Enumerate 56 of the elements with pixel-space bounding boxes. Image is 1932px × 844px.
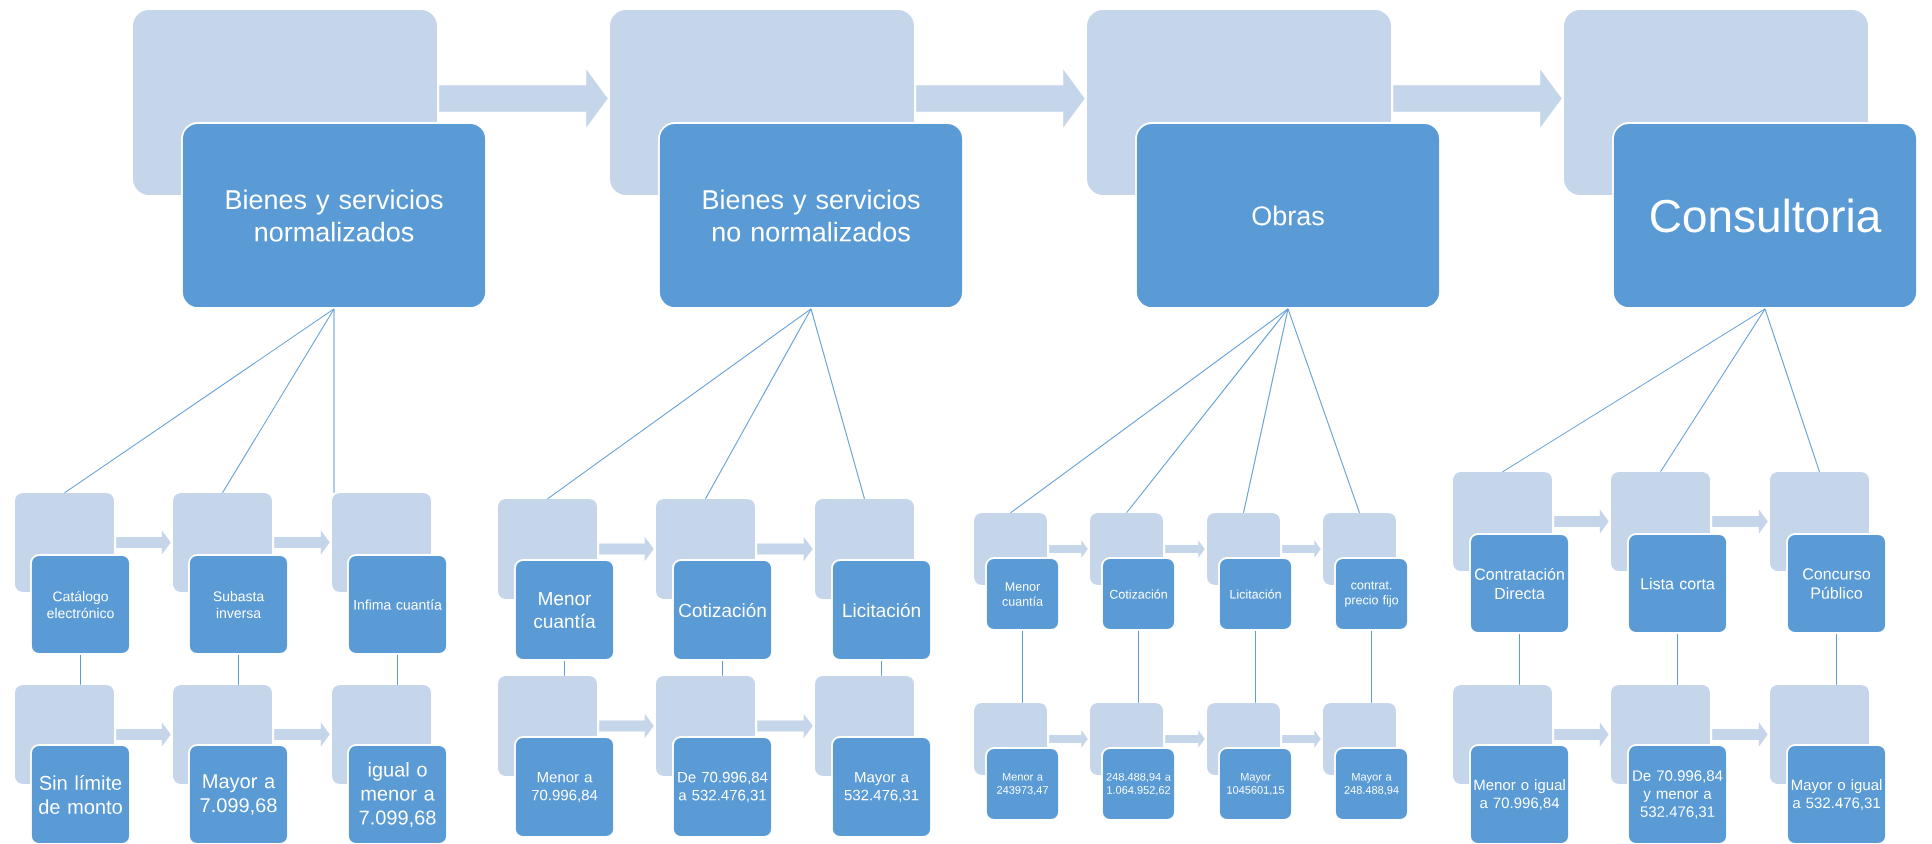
process-box: De 70.996,84 y menor a 532.476,31	[1627, 744, 1728, 844]
category-box: Obras	[1135, 122, 1441, 309]
connector-line	[1010, 308, 1289, 514]
connector-line	[705, 308, 812, 500]
process-box: Cotización	[1101, 557, 1176, 631]
process-box: Mayor a 532.476,31	[831, 736, 932, 838]
connector-line	[238, 654, 239, 686]
connector-line	[1371, 630, 1372, 704]
process-box: Catálogo electrónico	[30, 554, 131, 655]
process-box: Mayor a 7.099,68	[188, 744, 289, 844]
connector-line	[80, 654, 81, 686]
category-box: Bienes y servicios normalizados	[181, 122, 487, 309]
connector-line	[1836, 633, 1837, 686]
connector-line	[1126, 308, 1289, 514]
process-box: Sin límite de monto	[30, 744, 131, 844]
connector-line	[222, 308, 335, 494]
process-box: Lista corta	[1627, 533, 1728, 634]
process-box: Subasta inversa	[188, 554, 289, 655]
process-box: Licitación	[1218, 557, 1293, 631]
process-box: Menor a 70.996,84	[514, 736, 615, 838]
category-box: Consultoria	[1612, 122, 1918, 309]
process-box: 248.488,94 a 1.064.952,62	[1101, 747, 1176, 821]
process-box: Mayor 1045601,15	[1218, 747, 1293, 821]
connector-line	[547, 308, 812, 500]
process-box: Mayor o igual a 532.476,31	[1786, 744, 1887, 844]
connector-line	[1255, 630, 1256, 704]
process-box: Licitación	[831, 559, 932, 661]
process-box: Menor o igual a 70.996,84	[1469, 744, 1570, 844]
connector-line	[333, 308, 335, 494]
connector-line	[881, 660, 882, 677]
connector-line	[1138, 630, 1139, 704]
connector-line	[1519, 633, 1520, 686]
process-box: Contratación Directa	[1469, 533, 1570, 634]
connector-line	[1022, 630, 1023, 704]
process-box: Infima cuantía	[347, 554, 448, 655]
process-box: Mayor a 248.488,94	[1334, 747, 1409, 821]
connector-line	[1660, 308, 1766, 473]
connector-line	[564, 660, 565, 677]
connector-line	[64, 308, 335, 494]
connector-line	[397, 654, 398, 686]
process-box: igual o menor a 7.099,68	[347, 744, 448, 844]
connector-line	[1677, 633, 1678, 686]
process-box: contrat. precio fijo	[1334, 557, 1409, 631]
process-box: Menor cuantía	[514, 559, 615, 661]
connector-line	[1243, 308, 1289, 514]
category-box: Bienes y servicios no normalizados	[658, 122, 964, 309]
connector-line	[810, 308, 865, 500]
process-box: De 70.996,84 a 532.476,31	[672, 736, 773, 838]
connector-line	[722, 660, 723, 677]
process-box: Menor cuantía	[985, 557, 1060, 631]
process-box: Concurso Público	[1786, 533, 1887, 634]
process-box: Menor a 243973,47	[985, 747, 1060, 821]
connector-line	[1764, 308, 1820, 473]
connector-line	[1502, 308, 1766, 473]
connector-line	[1287, 308, 1360, 514]
process-box: Cotización	[672, 559, 773, 661]
